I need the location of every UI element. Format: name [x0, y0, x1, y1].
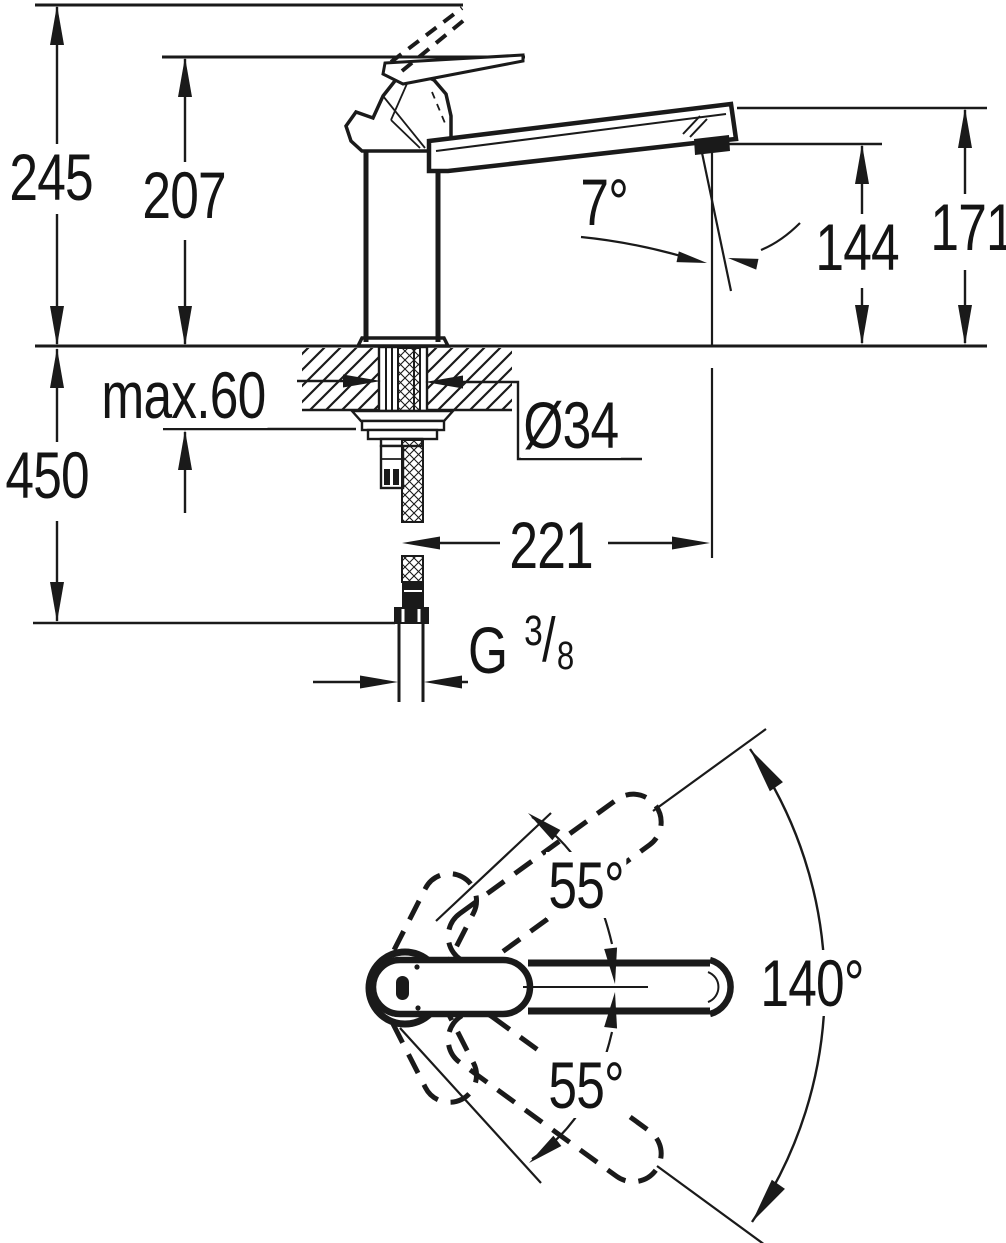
dim-hose-length: 450 [3, 442, 92, 508]
spout [426, 101, 739, 174]
mounting-shank [349, 345, 456, 490]
spout-solid-top-view [523, 956, 734, 1018]
lever-handle [381, 53, 525, 86]
dim-outlet-height: 144 [813, 214, 902, 280]
spout-tick-marks [682, 115, 708, 138]
dim-max-thickness: max.60 [99, 362, 268, 428]
dim-swivel-upper: 55° [546, 852, 627, 918]
dim-outlet-angle: 7° [578, 169, 631, 235]
spout-inner-line [435, 113, 727, 152]
dim-spout-top-height: 171 [928, 194, 1006, 260]
dim-spout-height: 207 [140, 162, 229, 228]
lever-raised-dashed [389, 6, 471, 73]
mounting-nut [366, 428, 439, 441]
hose-in-shank [397, 347, 421, 412]
thin-reference-lines [33, 106, 987, 625]
faucet-body [344, 6, 739, 558]
installation-drawing [33, 3, 987, 702]
hose-union-nut [394, 607, 429, 624]
thread-denominator: 8 [556, 634, 575, 678]
dim-total-swivel: 140° [758, 950, 867, 1016]
dim-overall-height: 245 [7, 144, 96, 210]
hose-collar [402, 583, 424, 608]
thread-letter: G [468, 613, 509, 687]
mounting-flange [349, 409, 456, 423]
connection-tube [397, 624, 425, 702]
swivel-drawing [365, 728, 826, 1243]
aerator [694, 135, 730, 155]
dim-hole-diameter: Ø34 [521, 392, 621, 458]
thread-slash: / [542, 606, 556, 675]
flange-ring [360, 419, 446, 432]
water-stream-lines [699, 147, 733, 558]
handle-mark [396, 976, 409, 1000]
swivel-extension-lines [399, 728, 767, 1243]
dimension-lines [50, 5, 972, 689]
base-foot [355, 336, 451, 348]
supply-hose [394, 439, 429, 702]
dim-spout-reach: 221 [507, 512, 596, 578]
thread-numerator: 3 [524, 607, 543, 655]
dim-swivel-lower: 55° [546, 1052, 627, 1118]
dim-thread-size: G 3 / 8 [468, 610, 585, 693]
